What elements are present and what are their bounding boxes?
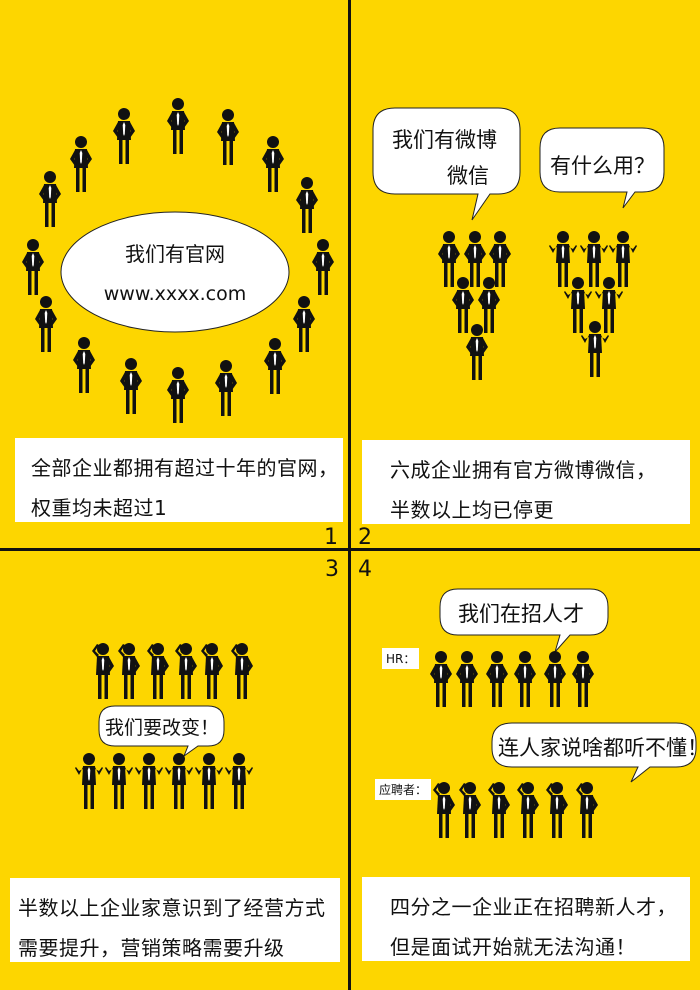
panel-2-caption-line-1: 六成企业拥有官方微博微信， bbox=[390, 458, 657, 482]
panel-4-caption-line-1: 四分之一企业正在招聘新人才， bbox=[390, 895, 677, 919]
panel-2-group-shrug bbox=[549, 231, 637, 377]
panel-2-speech-left-line-2: 微信 bbox=[447, 164, 489, 188]
panel-4-caption-line-2: 但是面试开始就无法沟通！ bbox=[390, 935, 636, 959]
panel-4-label-applicant: 应聘者： bbox=[375, 779, 432, 800]
panel-3-caption-line-2: 需要提升，营销策略需要升级 bbox=[18, 936, 285, 960]
panel-number-4: 4 bbox=[358, 557, 372, 582]
panel-3-group-scratch bbox=[92, 643, 253, 699]
panel-number-3: 3 bbox=[325, 557, 339, 582]
panel-number-1: 1 bbox=[324, 525, 338, 550]
panel-3-caption: 半数以上企业家意识到了经营方式 需要提升，营销策略需要升级 bbox=[10, 878, 340, 962]
panel-4-speech-applicant: 连人家说啥都听不懂！ bbox=[498, 736, 700, 760]
panel-4-caption: 四分之一企业正在招聘新人才， 但是面试开始就无法沟通！ bbox=[362, 877, 690, 961]
panel-1-speech-ellipse bbox=[60, 211, 290, 333]
panel-1-caption: 全部企业都拥有超过十年的官网， 权重均未超过1 bbox=[15, 438, 343, 522]
panel-2-speech-left-line-1: 我们有微博 bbox=[392, 128, 497, 152]
panel-4-group-applicants bbox=[433, 782, 598, 838]
panel-3-group-shrug bbox=[75, 753, 253, 809]
panel-2-caption: 六成企业拥有官方微博微信， 半数以上均已停更 bbox=[362, 440, 690, 524]
panel-4-speech-hr: 我们在招人才 bbox=[458, 602, 584, 626]
horizontal-divider bbox=[0, 548, 700, 551]
panel-4-label-hr: HR： bbox=[382, 648, 420, 669]
panel-1-caption-line-2: 权重均未超过1 bbox=[31, 496, 168, 520]
panel-number-2: 2 bbox=[358, 525, 372, 550]
panel-3-caption-line-1: 半数以上企业家意识到了经营方式 bbox=[18, 896, 326, 920]
panel-2-speech-right: 有什么用？ bbox=[550, 154, 655, 178]
panel-2-caption-line-2: 半数以上均已停更 bbox=[390, 498, 554, 522]
panel-1-caption-line-1: 全部企业都拥有超过十年的官网， bbox=[31, 456, 339, 480]
panel-2-group-hips bbox=[438, 231, 511, 380]
vertical-divider bbox=[348, 0, 351, 990]
panel-1-speech-line-1: 我们有官网 bbox=[125, 242, 225, 266]
panel-4-group-hr bbox=[430, 651, 594, 707]
panel-3-speech: 我们要改变！ bbox=[105, 717, 220, 739]
panel-1-speech-line-2: www.xxxx.com bbox=[103, 283, 247, 305]
